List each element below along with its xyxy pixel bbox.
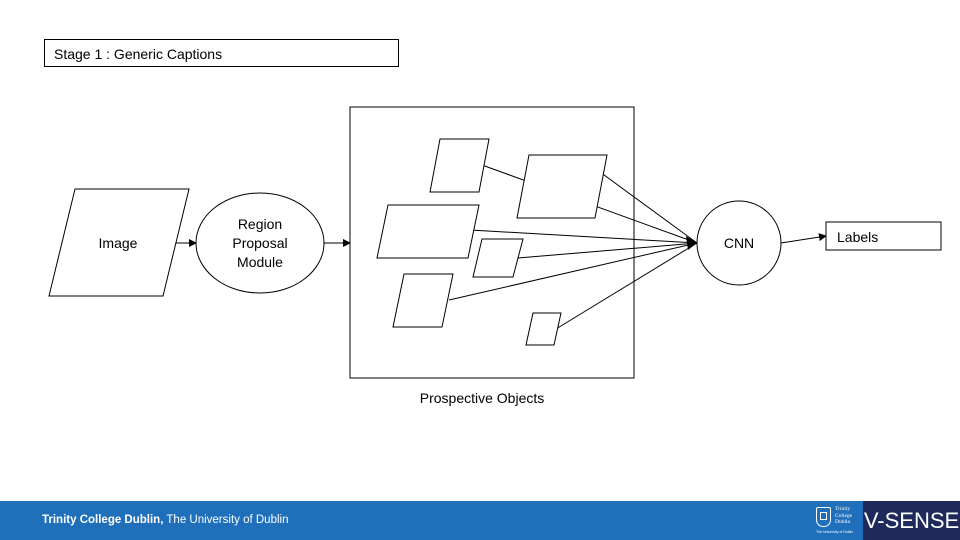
tcd-logo-text: Trinity College Dublin	[835, 506, 853, 525]
footer-institution: Trinity College Dublin, The University o…	[42, 501, 288, 540]
object-shape	[392, 273, 454, 328]
labels-label: Labels	[837, 229, 878, 245]
tcd-logo-tagline: The University of Dublin	[816, 530, 854, 534]
rpm-label-line-2: Proposal	[232, 235, 287, 251]
footer-institution-rest: The University of Dublin	[163, 514, 289, 526]
labels-box	[825, 221, 942, 251]
rpm-label-line-3: Module	[237, 254, 283, 270]
object-shape	[525, 312, 562, 346]
object-to-cnn-line	[599, 171, 698, 244]
objects-caption: Prospective Objects	[420, 390, 545, 406]
footer-bar: Trinity College Dublin, The University o…	[0, 501, 960, 540]
cnn-label: CNN	[724, 235, 754, 251]
object-to-cnn-line	[517, 242, 698, 259]
cnn-input-arrowhead	[686, 236, 697, 250]
object-to-cnn-line	[555, 242, 698, 330]
object-shape	[516, 154, 608, 219]
stage-title: Stage 1 : Generic Captions	[44, 39, 399, 67]
object-to-cnn-line	[448, 242, 698, 301]
object-shape	[472, 238, 524, 278]
arrow-cnn-to-labels	[780, 233, 827, 244]
rpm-label-line-1: Region	[238, 216, 282, 232]
object-shape	[376, 204, 480, 259]
v-sense-logo: V-SENSE	[863, 501, 960, 540]
image-input-shape	[48, 188, 190, 297]
pipeline-diagram: Image Region Proposal Module Prospective…	[48, 106, 942, 406]
object-to-cnn-line	[469, 229, 698, 244]
image-label: Image	[99, 235, 138, 251]
footer-institution-bold: Trinity College Dublin,	[42, 514, 164, 526]
tcd-crest-icon	[816, 507, 831, 527]
object-shape	[429, 138, 490, 193]
